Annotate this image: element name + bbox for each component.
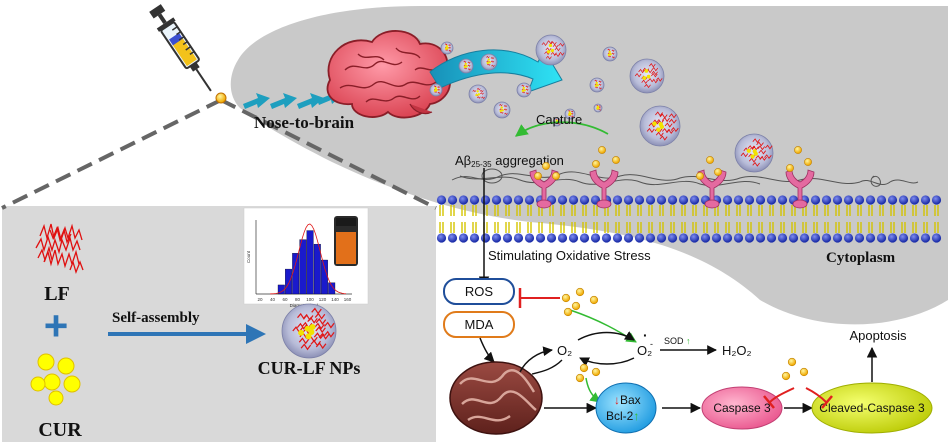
green-arrow-sod: [569, 309, 637, 343]
zoom-line-left: [1, 98, 222, 210]
cleaved-inhibition-bar: [821, 395, 833, 409]
tick-label: 160: [344, 297, 352, 302]
tick-label: 60: [282, 297, 288, 302]
caspase-inhibition: [769, 387, 795, 403]
nanoparticle-icon: [429, 83, 443, 97]
mda-to-mito-arrow: [479, 337, 495, 363]
cytoplasm-label: Cytoplasm: [826, 250, 896, 266]
tick-label: 40: [270, 297, 276, 302]
histogram-bar: [285, 268, 292, 295]
nanoparticles: [429, 34, 774, 173]
fit-curve: [269, 223, 347, 295]
nanoparticle-icon: [602, 46, 618, 62]
stimulating-label: Stimulating Oxidative Stress: [488, 248, 651, 263]
nanoparticle-icon: [629, 58, 665, 94]
histogram-bar: [328, 282, 336, 295]
nanoparticle-icon: [281, 303, 337, 359]
mda-label: MDA: [465, 317, 494, 332]
h2o2-label: H₂O₂: [722, 343, 752, 358]
sod-label: SOD ↑: [664, 336, 691, 346]
mito-to-o2-arrow: [519, 346, 553, 373]
cleaved-caspase3-label: Cleaved-Caspase 3: [819, 401, 925, 415]
o2-radical-label: O₂: [637, 343, 652, 358]
nanoparticle-icon: [734, 133, 774, 173]
histogram-bar: [292, 253, 300, 295]
cell-membrane: [436, 195, 942, 243]
np-name-label: CUR-LF NPs: [258, 358, 361, 378]
caspase3-node: [701, 386, 783, 430]
radical-minus: -: [650, 339, 653, 349]
y-axis-label: Count: [246, 250, 251, 263]
caspase-inhibition-bar: [763, 395, 775, 409]
lf-label: LF: [44, 283, 70, 305]
pathway-curcumin-dots: [561, 287, 809, 383]
cleaved-inhibition: [805, 387, 827, 403]
nanoparticle-icon: [639, 105, 681, 147]
cleaved-caspase3-node: [811, 382, 933, 434]
brain-icon: [326, 30, 451, 119]
nanoparticle-icon: [458, 58, 474, 74]
apoptosis-label: Apoptosis: [849, 328, 907, 343]
tick-label: 140: [331, 297, 339, 302]
tick-label: 100: [306, 297, 314, 302]
o2-label: O₂: [557, 343, 572, 358]
o2-to-mito-arrow: [531, 359, 563, 375]
mda-box: [443, 311, 515, 338]
o2-back-arrow: [579, 357, 635, 367]
ros-label: ROS: [465, 284, 494, 299]
tick-label: 80: [295, 297, 301, 302]
size-distribution-inset: 20406080100120140160Diameter (nm)Count: [243, 207, 369, 308]
mitochondrion-icon: [449, 361, 543, 435]
histogram-bar: [313, 243, 321, 295]
radical-dot: ·: [643, 327, 648, 343]
tick-label: 120: [319, 297, 327, 302]
cur-icon: [30, 353, 81, 406]
tick-label: 20: [257, 297, 263, 302]
capture-label: Capture: [536, 112, 582, 127]
free-curcumin-particles: [534, 146, 812, 180]
nanoparticle-icon: [593, 103, 603, 113]
bax-label: ↓Bax: [614, 393, 641, 407]
bax-bcl2-node: [595, 382, 657, 434]
plus-sign: +: [44, 302, 69, 349]
nanoparticle-icon: [564, 108, 576, 120]
zoom-line-right: [220, 98, 437, 210]
caspase3-label: Caspase 3: [713, 401, 771, 415]
histogram-bar: [299, 239, 307, 295]
nanoparticle-icon: [440, 41, 454, 55]
nanoparticle-icon: [468, 84, 488, 104]
bcl2-label: Bcl-2↑: [606, 409, 639, 423]
lf-icon: [35, 223, 84, 274]
histogram-bar: [321, 259, 328, 295]
cur-lf-nanoparticle-icon: [281, 303, 337, 359]
capture-arrow: [514, 121, 609, 137]
cur-label: CUR: [38, 419, 82, 441]
nanoparticle-icon: [493, 101, 511, 119]
nanoparticle-icon: [535, 34, 567, 66]
o2-forward-arrow: [577, 331, 635, 341]
histogram-bar: [306, 230, 314, 295]
nanoparticle-icon: [589, 77, 605, 93]
self-assembly-label: Self-assembly: [112, 310, 200, 326]
ros-box: [443, 278, 515, 305]
nose-to-brain-label: Nose-to-brain: [254, 113, 355, 132]
nostril-particle: [215, 92, 227, 104]
syringe-icon: [149, 4, 212, 92]
nanoparticle-icon: [480, 53, 498, 71]
nanoparticle-icon: [516, 82, 532, 98]
